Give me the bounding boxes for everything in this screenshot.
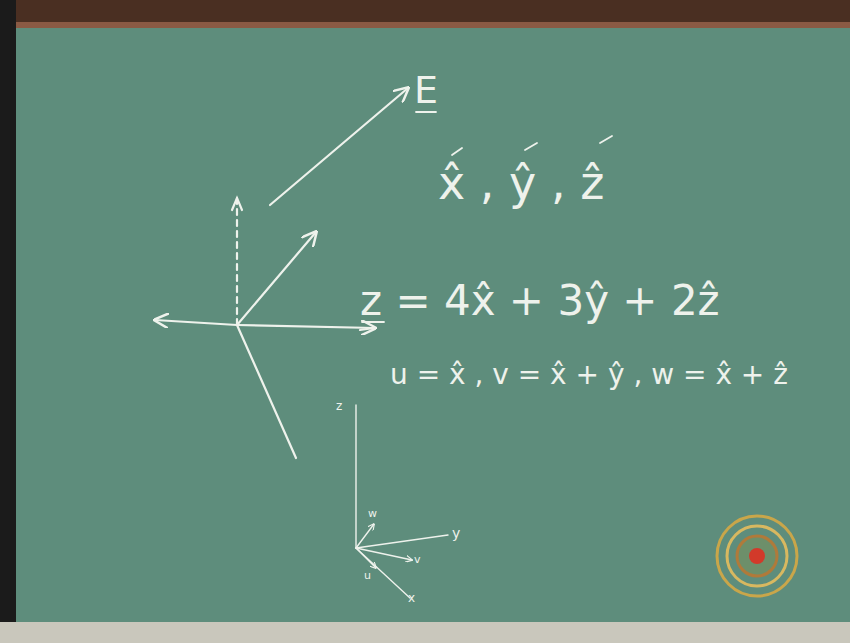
axis-line	[237, 325, 296, 458]
vector-u	[356, 548, 376, 568]
chalk-tick	[452, 148, 462, 155]
vector-name: E	[414, 70, 438, 112]
axis-label: x	[408, 592, 415, 605]
chalk-tray	[0, 622, 850, 643]
vector-label: w	[368, 508, 377, 520]
axis-line	[237, 232, 316, 325]
vector-equation: z = 4x̂ + 3ŷ + 2ẑ	[360, 278, 720, 324]
left-edge	[0, 0, 16, 643]
top-frame	[0, 0, 850, 22]
chalk-tick	[525, 143, 537, 150]
logo	[717, 516, 797, 596]
vector-figure	[155, 88, 408, 458]
chalk-tick	[600, 136, 612, 143]
vector-e	[270, 88, 408, 205]
axis-line	[237, 325, 375, 328]
arrowhead	[232, 198, 242, 210]
x-axis	[356, 548, 410, 598]
vector-v	[356, 548, 412, 560]
top-frame-edge	[0, 22, 850, 28]
unit-vectors: x̂ , ŷ , ẑ	[438, 158, 604, 209]
basis-definition: u = x̂ , v = x̂ + ŷ , w = x̂ + ẑ	[390, 360, 788, 391]
logo-ring	[727, 526, 787, 586]
logo-center	[749, 548, 765, 564]
dashed-projection	[236, 198, 238, 325]
logo-ring	[737, 536, 777, 576]
vector-label: v	[414, 554, 421, 566]
y-axis	[356, 535, 448, 548]
logo-ring	[717, 516, 797, 596]
axis-label: y	[452, 526, 460, 541]
small-axes	[356, 405, 448, 598]
axis-line	[155, 320, 237, 325]
axis-label: z	[336, 400, 342, 413]
vector-w	[356, 524, 374, 548]
z-axis	[355, 405, 356, 548]
vector-label: u	[364, 570, 371, 582]
chalk-mark	[360, 328, 374, 330]
